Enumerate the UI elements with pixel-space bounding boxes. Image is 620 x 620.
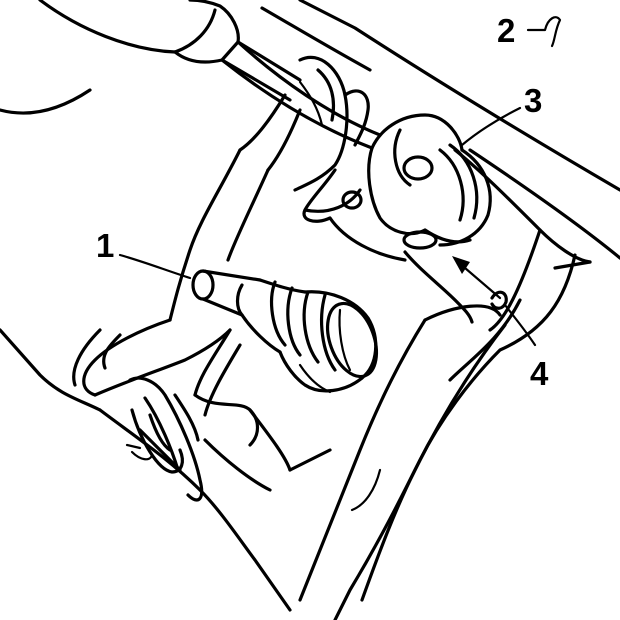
- callout-4-leader: [503, 303, 537, 347]
- shaft-end: [191, 269, 215, 301]
- callout-2: 2: [497, 12, 515, 49]
- retaining-clip: [490, 290, 508, 310]
- arrow-head-icon: [452, 256, 470, 274]
- boot-flange: [325, 301, 379, 379]
- upper-left-housing: [0, 0, 302, 115]
- callout-3: 3: [524, 82, 542, 119]
- right-channel-frame: [298, 148, 592, 620]
- callout-3-leader: [460, 106, 522, 147]
- drive-shaft-with-boot: [191, 269, 379, 394]
- clip-arrow: [452, 256, 502, 300]
- bolt-icon: [341, 190, 363, 210]
- callout-4: 4: [530, 355, 549, 392]
- mount-bracket: [293, 55, 464, 262]
- left-support-arm: [72, 93, 302, 397]
- line-break-symbol: [526, 16, 562, 48]
- callout-leaders: [118, 16, 562, 347]
- clip-ring: [402, 230, 438, 250]
- bolt-icon: [402, 155, 434, 181]
- callout-1: 1: [96, 227, 114, 264]
- ribbed-cylinder-upper: [402, 143, 492, 324]
- callout-1-leader: [118, 253, 192, 280]
- lower-mount-loop: [125, 328, 332, 502]
